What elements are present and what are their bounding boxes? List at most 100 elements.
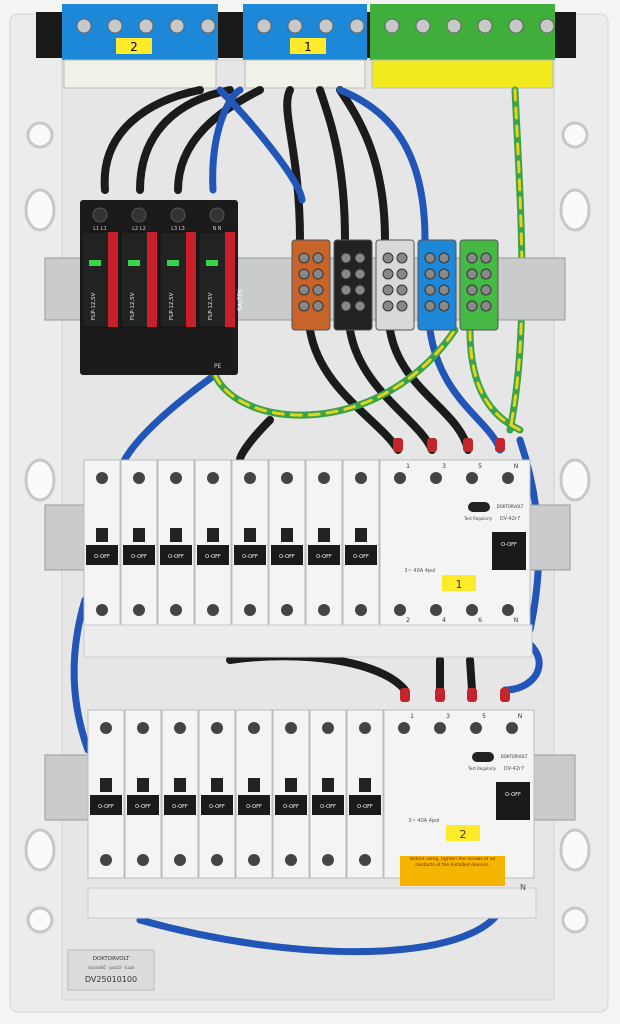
terminal-number: 1 <box>410 713 414 720</box>
switch-label: O-OFF <box>205 554 221 560</box>
group-label-bg <box>446 825 480 841</box>
circuit-breaker[interactable]: O-OFF <box>231 459 269 629</box>
screw-icon <box>285 854 297 866</box>
screw-icon <box>480 300 492 312</box>
breaker-body <box>305 459 343 629</box>
circuit-breaker[interactable]: O-OFF <box>342 459 380 629</box>
switch-label: O-OFF <box>172 804 188 810</box>
screw-icon <box>434 722 446 734</box>
circuit-breaker[interactable]: O-OFF <box>87 709 125 879</box>
screw-icon <box>415 18 431 34</box>
switch-label: O-OFF <box>283 804 299 810</box>
screw-icon <box>438 268 450 280</box>
status-indicator <box>206 260 218 266</box>
switch-label: O-OFF <box>353 554 369 560</box>
circuit-breaker[interactable]: O-OFF <box>157 459 195 629</box>
screw-icon <box>256 18 272 34</box>
distribution-block <box>417 239 457 331</box>
screw-icon <box>382 268 394 280</box>
terminal-number: 5 <box>482 713 486 720</box>
toggle-switch <box>127 795 159 815</box>
terminal-number: 1 <box>406 463 410 470</box>
breaker-body <box>342 459 380 629</box>
circuit-breaker[interactable]: O-OFF <box>198 709 236 879</box>
screw-icon <box>133 604 145 616</box>
screw-icon <box>340 252 352 264</box>
ferrule <box>500 688 510 702</box>
toggle-handle <box>100 778 112 792</box>
test-button[interactable] <box>468 502 490 512</box>
screw-icon <box>92 207 108 223</box>
circuit-breaker[interactable]: O-OFF <box>309 709 347 879</box>
screw-icon <box>137 722 149 734</box>
screw-icon <box>424 252 436 264</box>
pole-label: L2 L2 <box>132 226 146 232</box>
switch-label: O-OFF <box>316 554 332 560</box>
screw-icon <box>248 854 260 866</box>
circuit-breaker[interactable]: O-OFF <box>235 709 273 879</box>
screw-icon <box>466 604 478 616</box>
screw-icon <box>508 18 524 34</box>
screw-icon <box>322 854 334 866</box>
rcd-switch[interactable] <box>496 782 530 820</box>
breaker-body <box>272 709 310 879</box>
spd-stripe <box>108 232 118 327</box>
circuit-breaker[interactable]: O-OFF <box>124 709 162 879</box>
nameplate-code: DV25010100 <box>85 975 137 984</box>
ferrule <box>435 688 445 702</box>
breaker-body <box>157 459 195 629</box>
toggle-handle <box>285 778 297 792</box>
distribution-blocks <box>291 239 499 331</box>
breaker-body <box>161 709 199 879</box>
terminal-label: 1 <box>304 40 312 54</box>
breaker-body <box>120 459 158 629</box>
screw-icon <box>207 604 219 616</box>
terminal-n: N <box>520 883 526 892</box>
breaker-body <box>194 459 232 629</box>
circuit-breaker[interactable]: O-OFF <box>161 709 199 879</box>
rcd-switch[interactable] <box>492 532 526 570</box>
toggle-switch <box>160 545 192 565</box>
pole-label: N N <box>212 226 221 232</box>
toggle-switch <box>238 795 270 815</box>
switch-label: O-OFF <box>501 542 517 548</box>
circuit-breaker[interactable]: O-OFF <box>83 459 121 629</box>
toggle-switch <box>201 795 233 815</box>
test-button[interactable] <box>472 752 494 762</box>
switch-label: O-OFF <box>242 554 258 560</box>
spd-pe-label: PE <box>214 363 222 370</box>
screw-icon <box>340 268 352 280</box>
toggle-switch <box>234 545 266 565</box>
rcd-rating: 3~ 40A 4pol <box>408 818 439 824</box>
pole-label: L3 L3 <box>171 226 185 232</box>
spd-model: FLP-12,5V <box>208 292 214 320</box>
breaker-body <box>198 709 236 879</box>
circuit-breaker[interactable]: O-OFF <box>305 459 343 629</box>
switch-label: O-OFF <box>357 804 373 810</box>
breaker-body <box>235 709 273 879</box>
terminal-number: 3 <box>442 463 446 470</box>
screw-icon <box>138 18 154 34</box>
cover-strip <box>83 624 533 658</box>
circuit-breaker[interactable]: O-OFF <box>120 459 158 629</box>
circuit-breaker[interactable]: O-OFF <box>272 709 310 879</box>
screw-icon <box>100 854 112 866</box>
screw-icon <box>76 18 92 34</box>
screw-icon <box>466 268 478 280</box>
screw-icon <box>312 268 324 280</box>
circuit-breaker[interactable]: O-OFF <box>268 459 306 629</box>
screw-icon <box>354 252 366 264</box>
screw-icon <box>340 284 352 296</box>
circuit-breaker[interactable]: O-OFF <box>194 459 232 629</box>
screw-icon <box>298 252 310 264</box>
screw-icon <box>477 18 493 34</box>
screw-icon <box>318 604 330 616</box>
terminal-label: 2 <box>130 40 138 54</box>
screw-icon <box>285 722 297 734</box>
toggle-switch <box>275 795 307 815</box>
circuit-breaker[interactable]: O-OFF <box>346 709 384 879</box>
screw-icon <box>100 722 112 734</box>
screw-icon <box>438 284 450 296</box>
